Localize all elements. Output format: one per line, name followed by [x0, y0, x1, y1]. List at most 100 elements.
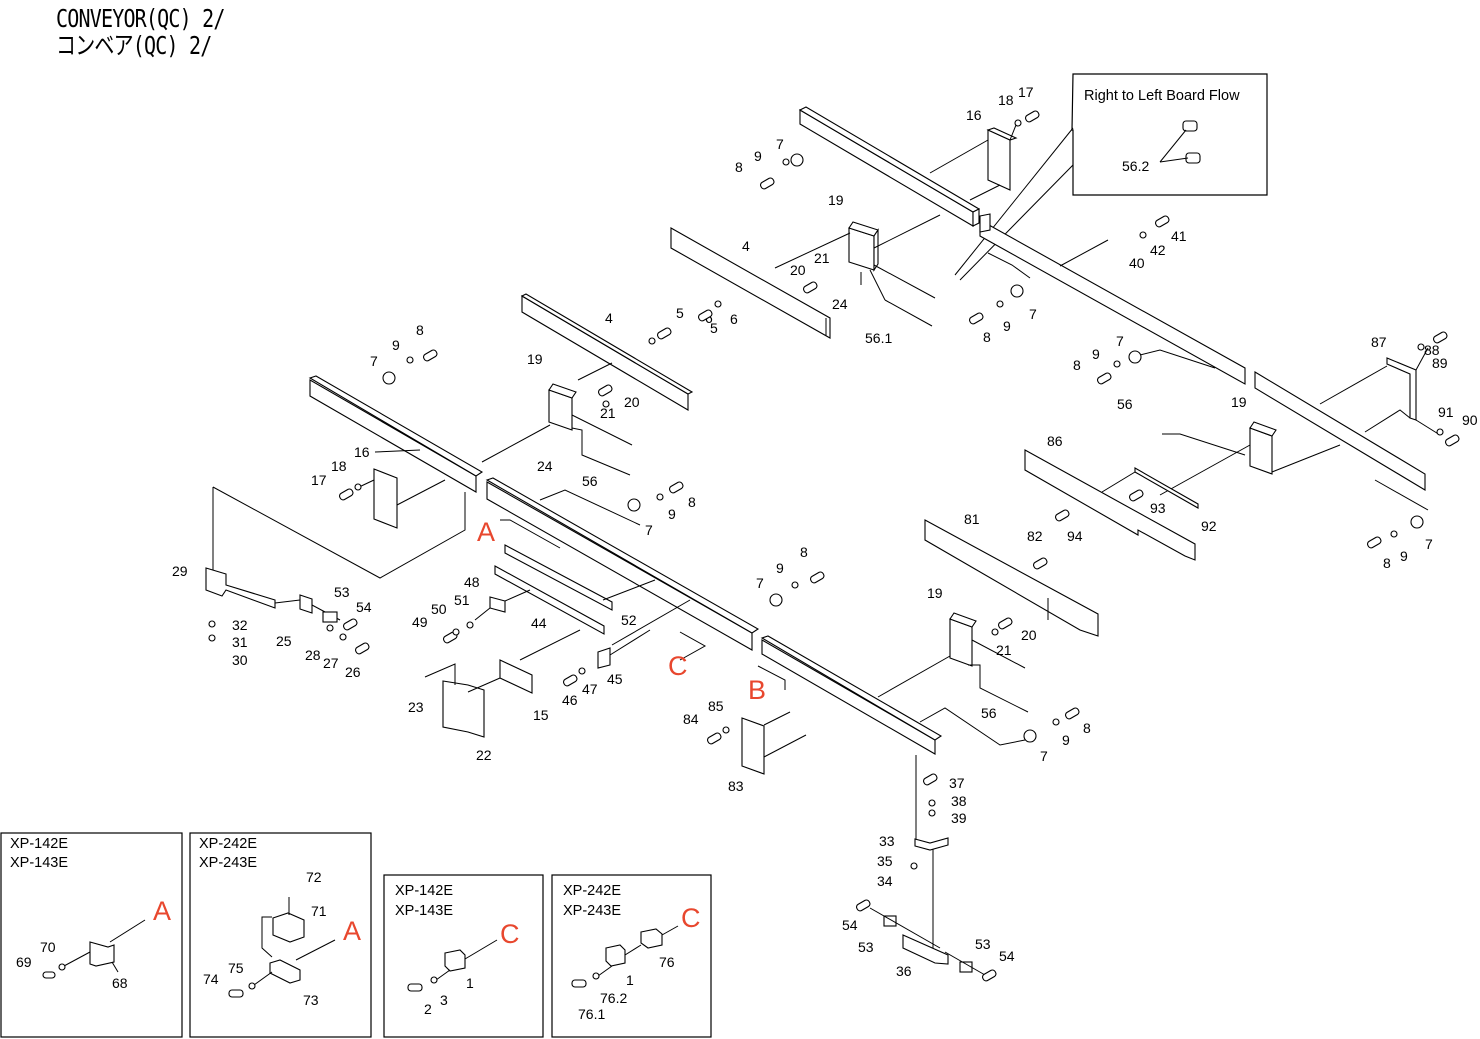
part-label-4: 4 [742, 238, 750, 254]
part-label-53: 53 [858, 939, 874, 955]
part-label-54: 54 [842, 917, 858, 933]
guide-52 [504, 544, 613, 611]
inset-model: XP-143E [395, 903, 453, 919]
bracket-36 [902, 934, 949, 965]
washer-icon [1139, 231, 1147, 239]
stopper-module-19-upper [848, 221, 879, 272]
part-label-19: 19 [828, 192, 844, 208]
part-label-17: 17 [1018, 84, 1034, 100]
part-label-75: 75 [228, 960, 244, 976]
part-label-4: 4 [605, 310, 613, 326]
ref-letter-b: B [748, 675, 766, 705]
sensor-53-left [322, 611, 338, 623]
stopper-module-19-mid [548, 383, 577, 431]
roller-icon [627, 498, 641, 512]
flow-box-title: Right to Left Board Flow [1084, 88, 1240, 104]
guide-44 [494, 565, 605, 635]
screw-icon [422, 349, 438, 362]
screw-icon [354, 642, 370, 655]
ref-letter-a: A [477, 517, 495, 547]
ref-letter-c: C [681, 903, 701, 933]
part-label-70: 70 [40, 939, 56, 955]
part-label-5: 5 [676, 305, 684, 321]
part-label-54: 54 [356, 599, 372, 615]
roller-icon [769, 593, 783, 607]
part-label-83: 83 [728, 778, 744, 794]
part-label-24: 24 [537, 458, 553, 474]
inset-model: XP-242E [199, 836, 257, 852]
part-label-81: 81 [964, 511, 980, 527]
washer-icon [406, 356, 414, 364]
part-label-7: 7 [756, 575, 764, 591]
screw-icon [342, 618, 358, 631]
washer-icon [1113, 360, 1121, 368]
screw-icon [997, 617, 1013, 630]
rail-left-upper [308, 375, 484, 493]
washer-icon [722, 726, 730, 734]
part-label-39: 39 [951, 810, 967, 826]
part-label-54: 54 [999, 948, 1015, 964]
part-label-86: 86 [1047, 433, 1063, 449]
screw-icon [706, 732, 722, 745]
inset-model: XP-143E [10, 855, 68, 871]
cover-22 [442, 680, 485, 738]
bracket-33 [914, 837, 949, 851]
washer-icon [928, 809, 936, 817]
bar-92 [1134, 467, 1199, 509]
part-label-17: 17 [311, 472, 327, 488]
screw-icon [1444, 434, 1460, 447]
part-label-56-1: 56.1 [865, 330, 892, 346]
washer-icon [996, 300, 1004, 308]
screw-icon [562, 674, 578, 687]
screw-icon [1064, 707, 1080, 720]
screw-icon [1366, 536, 1382, 549]
part-label-5: 5 [710, 320, 718, 336]
rail-center-right [760, 635, 943, 755]
part-label-18: 18 [998, 92, 1014, 108]
part-label-7: 7 [1040, 748, 1048, 764]
part-label-8: 8 [800, 544, 808, 560]
part-label-68: 68 [112, 975, 128, 991]
part-label-53: 53 [334, 584, 350, 600]
cover-4-mid [520, 293, 694, 411]
part-label-74: 74 [203, 971, 219, 987]
part-label-56-2: 56.2 [1122, 158, 1149, 174]
washer-icon [339, 633, 347, 641]
bracket-29 [205, 567, 276, 609]
screw-icon [1024, 110, 1040, 123]
part-label-50: 50 [431, 601, 447, 617]
stopper-icon [1182, 120, 1201, 164]
washer-icon [354, 483, 362, 491]
part-label-7: 7 [645, 522, 653, 538]
washer-icon [578, 667, 586, 675]
rail-center [485, 477, 760, 651]
part-label-51: 51 [454, 592, 470, 608]
screw-icon [809, 571, 825, 584]
part-label-91: 91 [1438, 404, 1454, 420]
roller-icon [1128, 350, 1142, 364]
screw-icon [1154, 215, 1170, 228]
washer-icon [602, 400, 610, 408]
part-label-24: 24 [832, 296, 848, 312]
part-label-49: 49 [412, 614, 428, 630]
part-label-31: 31 [232, 634, 248, 650]
ref-letter-c: C [668, 651, 688, 681]
part-label-20: 20 [624, 394, 640, 410]
sensor-53-bottom-left [883, 915, 897, 927]
inset-model: XP-243E [563, 903, 621, 919]
part-label-93: 93 [1150, 500, 1166, 516]
screw-icon [1054, 509, 1070, 522]
screw-icon [338, 488, 354, 501]
part-label-9: 9 [1062, 732, 1070, 748]
part-label-28: 28 [305, 647, 321, 663]
washer-icon [928, 799, 936, 807]
part-label-6: 6 [705, 310, 713, 326]
part-label-30: 30 [232, 652, 248, 668]
washer-icon [452, 628, 460, 636]
inset-model: XP-242E [563, 883, 621, 899]
part-label-18: 18 [331, 458, 347, 474]
part-label-8: 8 [1083, 720, 1091, 736]
part-label-2: 2 [424, 1001, 432, 1017]
part-label-7: 7 [776, 136, 784, 152]
part-label-27: 27 [323, 655, 339, 671]
